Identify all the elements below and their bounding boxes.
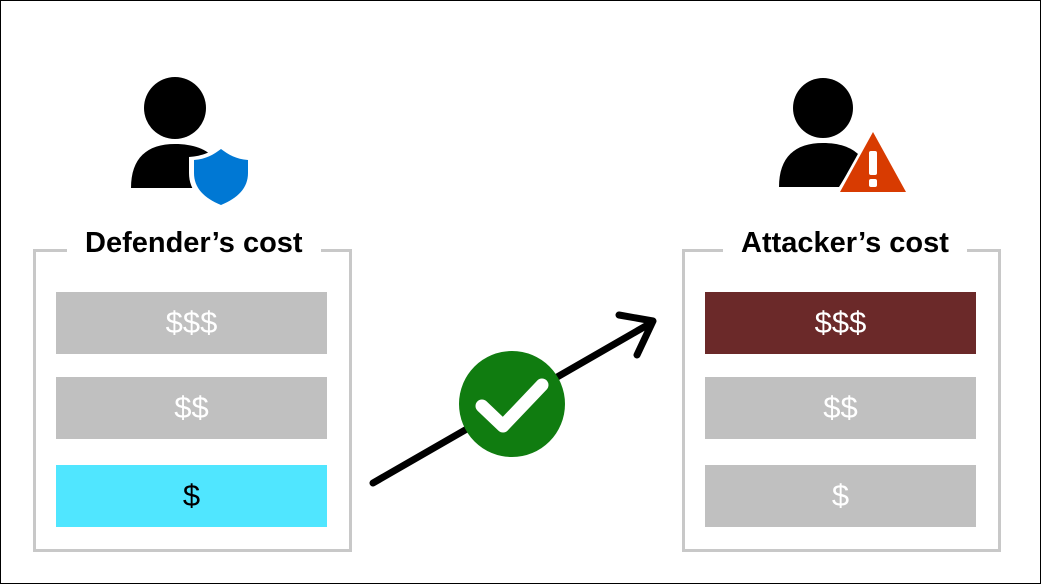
shield-icon — [194, 149, 248, 205]
defender-bar-low: $ — [56, 465, 327, 527]
defender-bar-high: $$$ — [56, 292, 327, 354]
attacker-title: Attacker’s cost — [723, 223, 967, 263]
user-warning-icon — [779, 78, 911, 195]
defender-bar-medium: $$ — [56, 377, 327, 439]
attacker-bar-low: $ — [705, 465, 976, 527]
defender-title: Defender’s cost — [67, 223, 321, 263]
attacker-bar-high: $$$ — [705, 292, 976, 354]
user-shield-icon — [131, 77, 253, 211]
connector — [369, 311, 657, 487]
checkmark-circle-icon — [459, 351, 565, 457]
attacker-bar-medium: $$ — [705, 377, 976, 439]
